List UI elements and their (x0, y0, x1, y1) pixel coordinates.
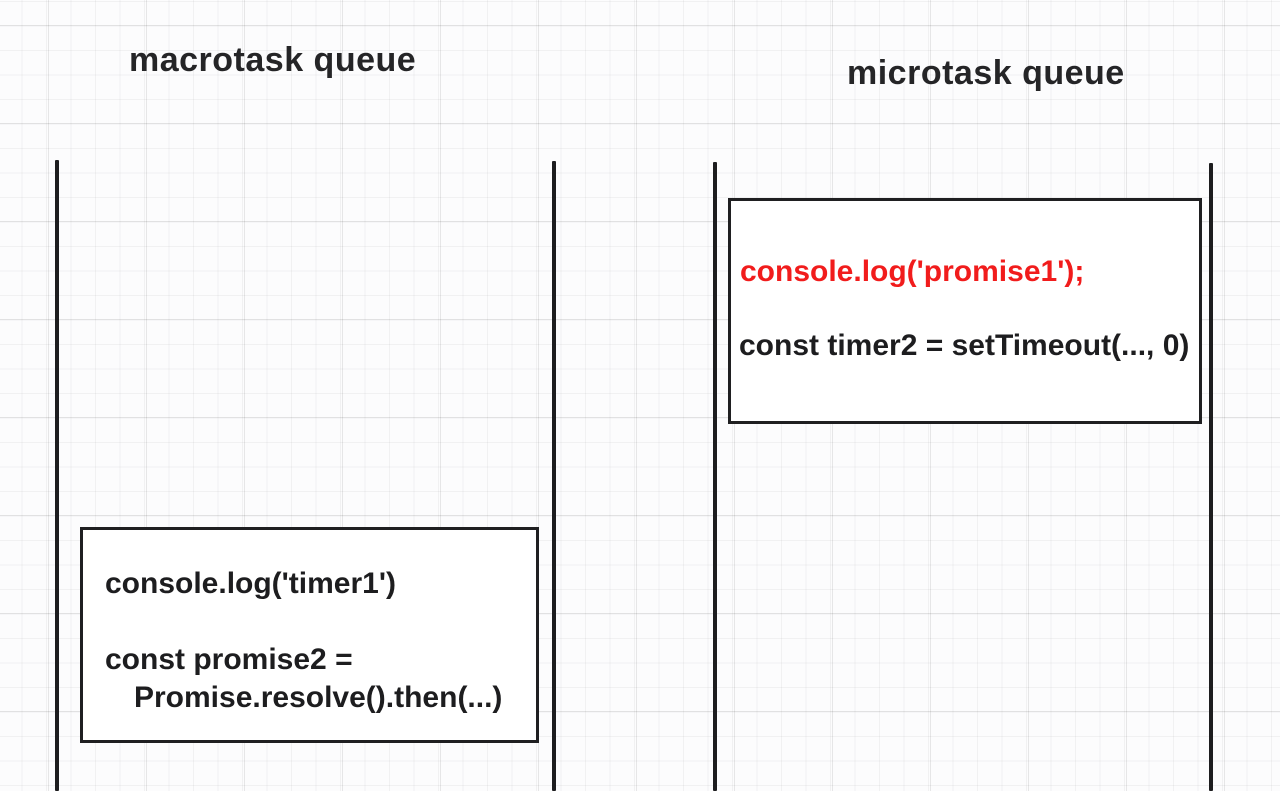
code-line-timer2-settimeout: const timer2 = setTimeout(..., 0) (739, 329, 1190, 362)
microtask-item-box: console.log('promise1'); const timer2 = … (728, 198, 1202, 424)
code-line-promise-resolve-then: Promise.resolve().then(...) (134, 681, 503, 714)
code-line-promise2-decl: const promise2 = (105, 643, 353, 676)
microtask-queue-left-wall (713, 162, 717, 791)
macrotask-item-box: console.log('timer1') const promise2 = P… (80, 527, 539, 743)
macrotask-queue-right-wall (552, 161, 556, 791)
macrotask-queue-title: macrotask queue (129, 41, 417, 79)
code-line-promise1-log-highlighted: console.log('promise1'); (740, 255, 1085, 288)
microtask-queue-right-wall (1209, 163, 1213, 791)
code-line-timer1-log: console.log('timer1') (105, 567, 396, 600)
microtask-queue-title: microtask queue (847, 54, 1125, 92)
macrotask-queue-left-wall (55, 160, 59, 791)
